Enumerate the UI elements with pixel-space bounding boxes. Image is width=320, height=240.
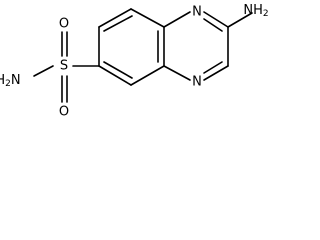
bond-c5-c6 xyxy=(98,8,132,28)
chemical-structure-diagram: N N NH2 S O O H2N xyxy=(0,3,269,120)
atom-sulfur: S xyxy=(60,59,68,74)
bond-c5-c6-inner xyxy=(103,15,133,32)
bond-c7-c8 xyxy=(98,65,132,86)
pyrazine-ring xyxy=(163,11,229,81)
atom-n4: N xyxy=(192,75,202,90)
sulfonamide-h: H xyxy=(0,73,5,88)
bond-sulfur-nitrogen xyxy=(33,65,54,77)
atom-sulfonamide-nh2: H2N xyxy=(0,73,21,90)
bond-c4a-c5 xyxy=(130,8,165,28)
atom-amino-nh: NH2 xyxy=(243,3,268,20)
amino-nh-text: NH xyxy=(243,3,263,18)
benzene-ring xyxy=(98,8,165,86)
sulfonamide-subscript: 2 xyxy=(5,79,11,89)
bond-c3-n4 xyxy=(203,65,229,81)
atom-n1: N xyxy=(192,5,202,20)
bond-n4-c8a xyxy=(163,65,191,81)
bond-c8-c8a xyxy=(130,65,165,86)
sulfonamide-n: N xyxy=(11,73,21,88)
atom-oxygen-top: O xyxy=(59,17,69,32)
bond-n1-c2-inner xyxy=(203,18,223,32)
bond-n1-c2 xyxy=(203,11,229,28)
bond-c4a-n1 xyxy=(163,11,191,28)
bond-c3-n4-inner xyxy=(203,61,223,74)
amino-subscript: 2 xyxy=(263,9,269,19)
bond-c7-c8-inner xyxy=(103,61,133,79)
atom-oxygen-bottom: O xyxy=(59,105,69,120)
bond-c2-amino xyxy=(227,12,253,28)
